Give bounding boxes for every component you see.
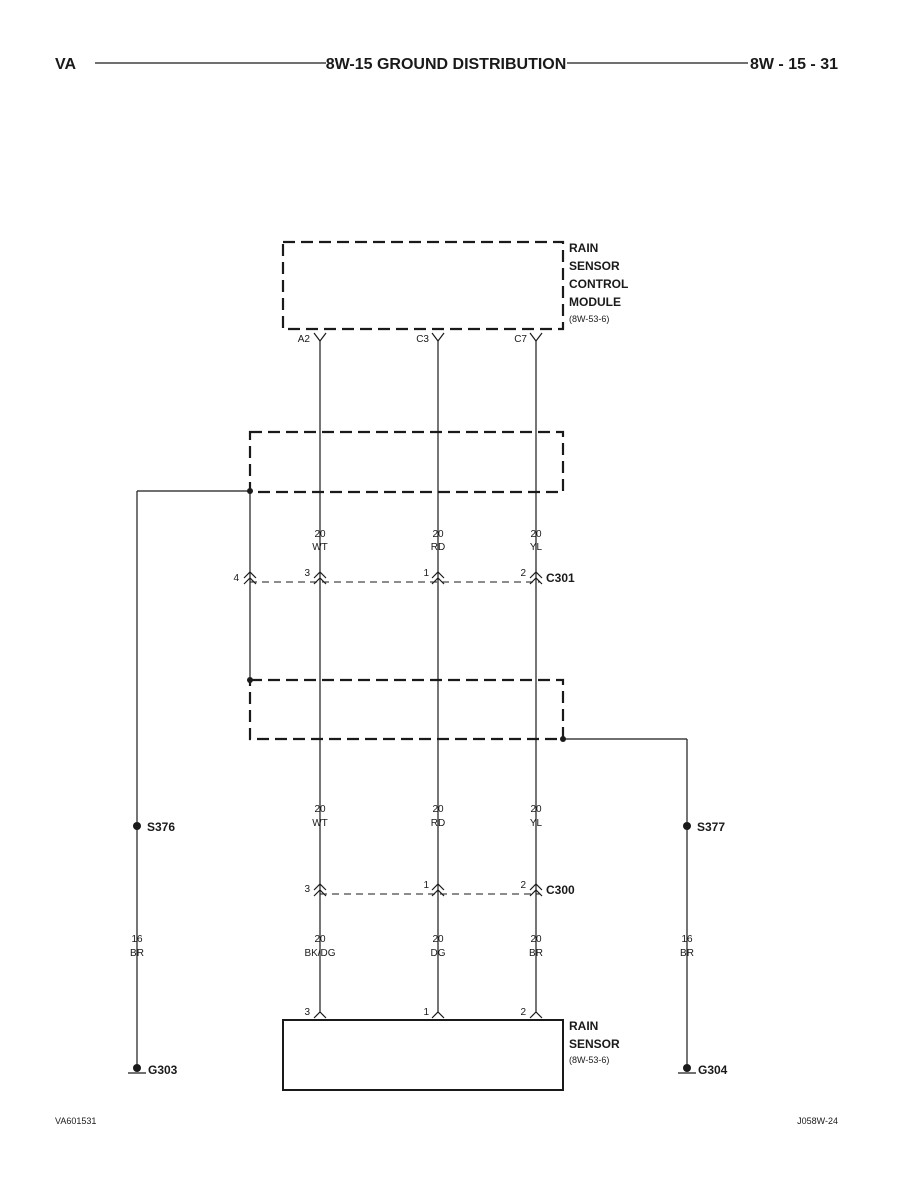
c300-terminal-1	[431, 883, 445, 897]
wire-label-gauge: 20	[530, 934, 542, 945]
splice-s376-label: S376	[147, 820, 175, 834]
c300-terminal-3	[313, 883, 327, 897]
wire-label-color: RD	[431, 542, 445, 553]
wire-label-color: YL	[530, 818, 543, 829]
c301-pin-4: 4	[233, 573, 239, 584]
c300-pin-1: 1	[423, 880, 429, 891]
ground-g303-icon	[133, 1064, 141, 1072]
wire-label-gauge: 20	[314, 934, 326, 945]
c301-pin-3: 3	[304, 568, 310, 579]
wire-label-gauge: 20	[530, 804, 542, 815]
module-pin-c3: C3	[416, 334, 429, 345]
sensor-terminal-1	[431, 1011, 445, 1019]
wire-label-gauge: 20	[432, 804, 444, 815]
module-terminal-c7	[529, 332, 543, 342]
wire-label-color: YL	[530, 542, 543, 553]
sensor-label-line-1: RAIN	[569, 1019, 598, 1033]
ground-wire-left-color: BR	[130, 948, 144, 959]
wire-label-color: WT	[312, 818, 328, 829]
sensor-pin-2: 2	[520, 1007, 526, 1018]
sensor-label-line-2: SENSOR	[569, 1037, 620, 1051]
sensor-terminal-3	[313, 1011, 327, 1019]
c300-terminal-2	[529, 883, 543, 897]
ground-g303-label: G303	[148, 1063, 178, 1077]
header-left: VA	[55, 56, 76, 73]
c301-pin-2: 2	[520, 568, 526, 579]
c300-pin-2: 2	[520, 880, 526, 891]
c301-pin-1: 1	[423, 568, 429, 579]
module-terminal-a2	[313, 332, 327, 342]
ground-wire-right-gauge: 16	[681, 934, 693, 945]
footer-right: J058W-24	[797, 1116, 838, 1126]
module-label-line-4: MODULE	[569, 295, 621, 309]
wire-label-color: BK/DG	[304, 948, 335, 959]
sensor-pin-3: 3	[304, 1007, 310, 1018]
module-box	[281, 240, 565, 331]
sensor-terminal-2	[529, 1011, 543, 1019]
wire-label-gauge: 20	[432, 529, 444, 540]
c301-terminal-2	[529, 571, 543, 585]
header-page-number: 8W - 15 - 31	[750, 56, 838, 73]
wire-label-color: RD	[431, 818, 445, 829]
ground-g304-label: G304	[698, 1063, 728, 1077]
c301-terminal-4	[243, 571, 257, 585]
ground-wire-right-color: BR	[680, 948, 694, 959]
lower-shield-junction-dot	[247, 677, 253, 683]
wire-label-color: BR	[529, 948, 543, 959]
module-label-line-1: RAIN	[569, 241, 598, 255]
module-pin-c7: C7	[514, 334, 527, 345]
rain-sensor-box	[282, 1019, 564, 1091]
header-title: 8W-15 GROUND DISTRIBUTION	[326, 56, 567, 73]
footer-left: VA601531	[55, 1116, 96, 1126]
c301-terminal-1	[431, 571, 445, 585]
c300-label: C300	[546, 883, 575, 897]
module-reference: (8W-53-6)	[569, 314, 609, 324]
c301-label: C301	[546, 571, 575, 585]
ground-g304-icon	[683, 1064, 691, 1072]
upper-shield	[248, 430, 565, 494]
wire-label-gauge: 20	[314, 529, 326, 540]
lower-shield	[248, 678, 565, 741]
c300-pin-3: 3	[304, 884, 310, 895]
c301-terminal-3	[313, 571, 327, 585]
splice-s377-dot	[683, 822, 691, 830]
module-label-line-2: SENSOR	[569, 259, 620, 273]
ground-wire-left-gauge: 16	[131, 934, 143, 945]
splice-s377-label: S377	[697, 820, 725, 834]
wire-label-gauge: 20	[314, 804, 326, 815]
module-pin-a2: A2	[298, 334, 311, 345]
wire-label-color: DG	[431, 948, 446, 959]
module-terminal-c3	[431, 332, 445, 342]
module-label-line-3: CONTROL	[569, 277, 628, 291]
sensor-reference: (8W-53-6)	[569, 1055, 609, 1065]
wire-label-gauge: 20	[432, 934, 444, 945]
sensor-pin-1: 1	[423, 1007, 429, 1018]
wire-label-gauge: 20	[530, 529, 542, 540]
wire-label-color: WT	[312, 542, 328, 553]
